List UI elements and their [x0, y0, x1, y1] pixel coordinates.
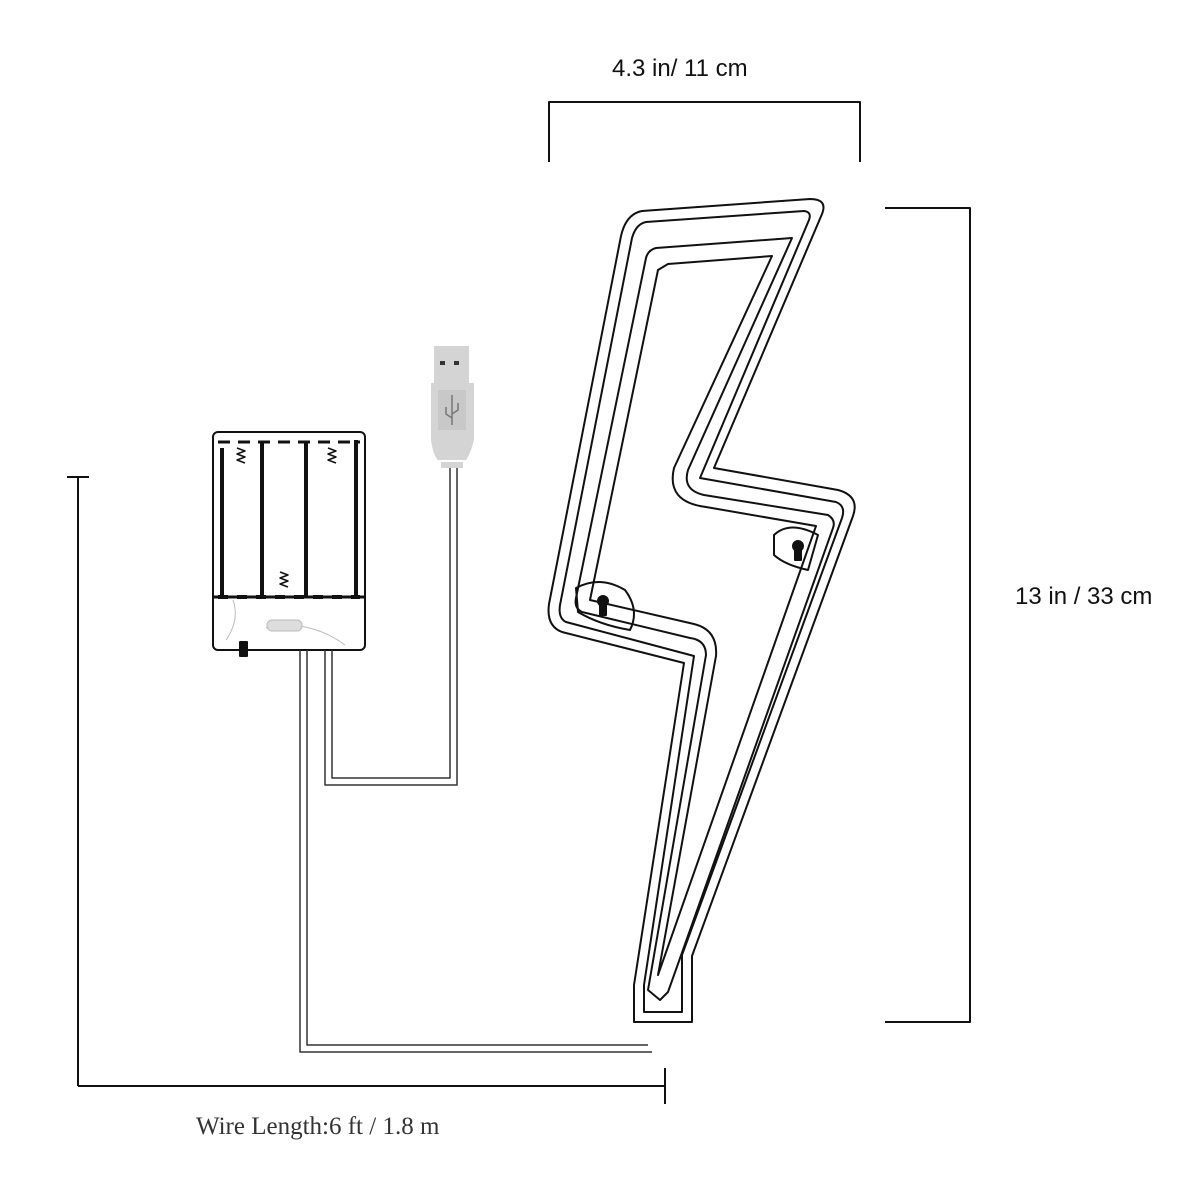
lightning-bolt-sign: [547, 198, 856, 1023]
wire-length-label: Wire Length:6 ft / 1.8 m: [196, 1113, 440, 1140]
keyhole-left: [575, 581, 635, 631]
height-dimension-bracket: [885, 207, 971, 1023]
usb-icon: [445, 395, 459, 425]
keyhole-right: [773, 526, 819, 571]
usb-plug: [431, 346, 474, 468]
battery-box: [212, 431, 366, 657]
height-label: 13 in / 33 cm: [1015, 583, 1153, 610]
width-label: 4.3 in/ 11 cm: [612, 55, 748, 82]
wires: [299, 465, 652, 1053]
width-dimension-bracket: [548, 101, 861, 162]
wire-length-bracket: [67, 476, 666, 1104]
